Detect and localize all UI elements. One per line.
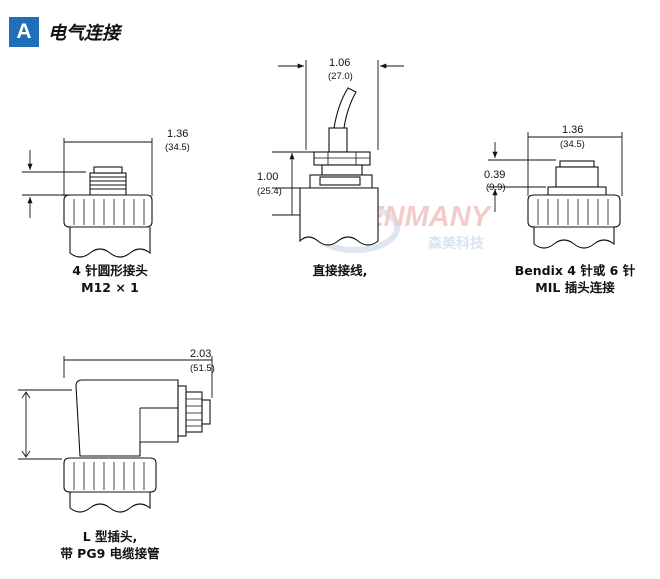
direct-height-in: 1.00 [257, 171, 278, 183]
m12-caption-line-2: M12 × 1 [81, 280, 139, 295]
m12-connector-drawing [63, 166, 153, 258]
m12-dimension-lines [22, 138, 153, 218]
l-plug-connector-drawing [63, 379, 211, 513]
l-plug-caption-line-1: L 型插头, [82, 529, 138, 544]
direct-connector-drawing [299, 87, 379, 246]
bendix-width-in: 1.36 [562, 124, 583, 136]
direct-height-mm: (25.4) [257, 186, 282, 197]
section-badge: A [9, 17, 39, 47]
l-plug-width-mm: (51.5) [190, 363, 215, 374]
bendix-connector-drawing [527, 160, 621, 249]
direct-caption-line-1: 直接接线, [312, 263, 368, 278]
m12-caption: 4 针圆形接头 M12 × 1 [40, 262, 180, 296]
direct-dimension-lines [272, 60, 404, 216]
bendix-height-in: 0.39 [484, 169, 505, 181]
bendix-caption: Bendix 4 针或 6 针 MIL 插头连接 [495, 262, 655, 296]
direct-width-mm: (27.0) [328, 71, 353, 82]
l-plug-width-in: 2.03 [190, 348, 211, 360]
bendix-width-mm: (34.5) [560, 139, 585, 150]
direct-width-in: 1.06 [329, 57, 350, 69]
bendix-caption-line-2: MIL 插头连接 [535, 280, 615, 295]
section-title: 电气连接 [48, 23, 120, 44]
l-plug-dimension-lines [18, 356, 213, 460]
l-plug-caption: L 型插头, 带 PG9 电缆接管 [30, 528, 190, 562]
bendix-caption-line-1: Bendix 4 针或 6 针 [514, 263, 636, 278]
m12-width-in: 1.36 [167, 128, 188, 140]
m12-width-mm: (34.5) [165, 142, 190, 153]
direct-caption: 直接接线, [275, 262, 405, 279]
bendix-height-mm: (9.9) [486, 182, 506, 193]
bendix-dimension-lines [488, 132, 623, 212]
m12-caption-line-1: 4 针圆形接头 [72, 263, 148, 278]
l-plug-caption-line-2: 带 PG9 电缆接管 [60, 546, 160, 561]
watermark-sub: 森美科技 [428, 235, 485, 252]
